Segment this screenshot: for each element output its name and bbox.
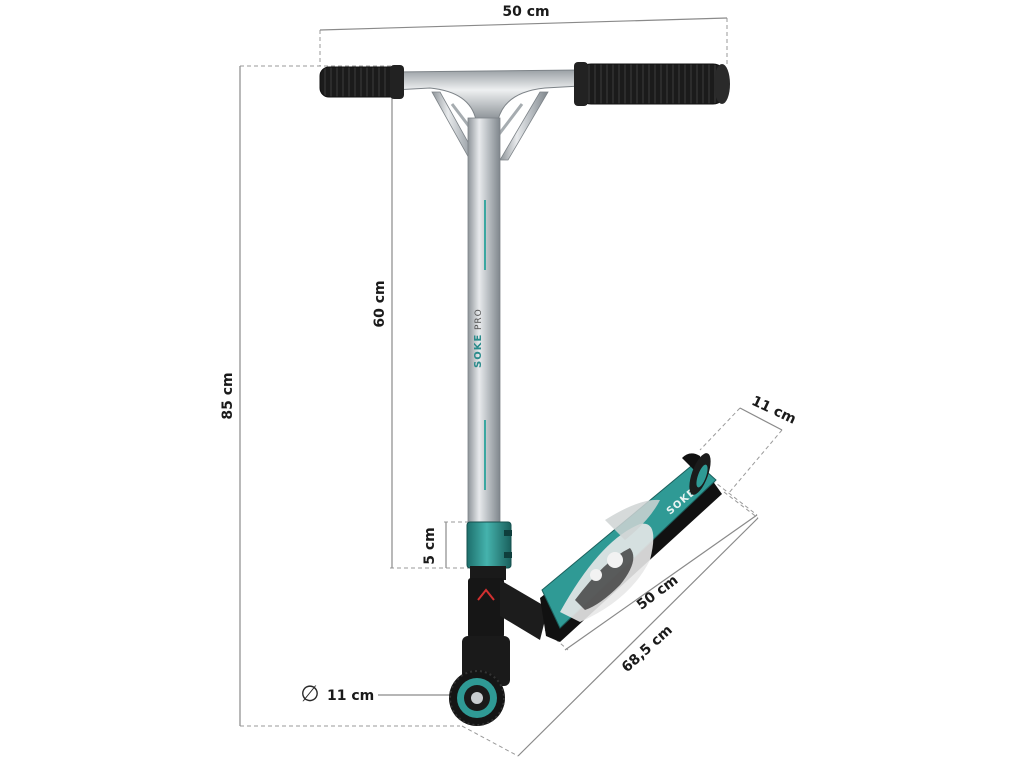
front-wheel (449, 670, 505, 726)
deck-neck (500, 580, 548, 640)
stem-brand-text: SOKE (473, 334, 484, 368)
handlebar (393, 69, 581, 161)
stem-bar: SOKE PRO (467, 117, 501, 527)
left-grip (319, 65, 404, 99)
label-deck-length: 50 cm (634, 572, 681, 613)
label-total-length: 68,5 cm (619, 622, 676, 676)
bar-clamp (466, 521, 512, 569)
label-clamp-height: 5 cm (422, 527, 438, 565)
label-deck-width: 11 cm (749, 393, 799, 427)
label-handlebar-width: 50 cm (502, 4, 549, 20)
label-bar-height: 60 cm (372, 280, 388, 327)
rear-wheel (682, 453, 711, 495)
dimension-total-height: 85 cm (220, 65, 460, 727)
dimension-handlebar-width: 50 cm (319, 4, 728, 66)
diameter-symbol-icon: ∅ (300, 682, 319, 707)
dimension-clamp-height: 5 cm (422, 521, 476, 568)
right-grip (574, 62, 730, 106)
dimension-wheel-diameter: ∅ 11 cm (300, 682, 452, 707)
label-total-height: 85 cm (220, 372, 236, 419)
deck: SOKE (540, 461, 722, 642)
dimension-bar-height: 60 cm (372, 66, 470, 569)
label-wheel-diameter: 11 cm (327, 688, 374, 704)
stem-brand-text-2: PRO (474, 308, 484, 330)
scooter-illustration: SOKE PRO SOKE (319, 62, 730, 726)
